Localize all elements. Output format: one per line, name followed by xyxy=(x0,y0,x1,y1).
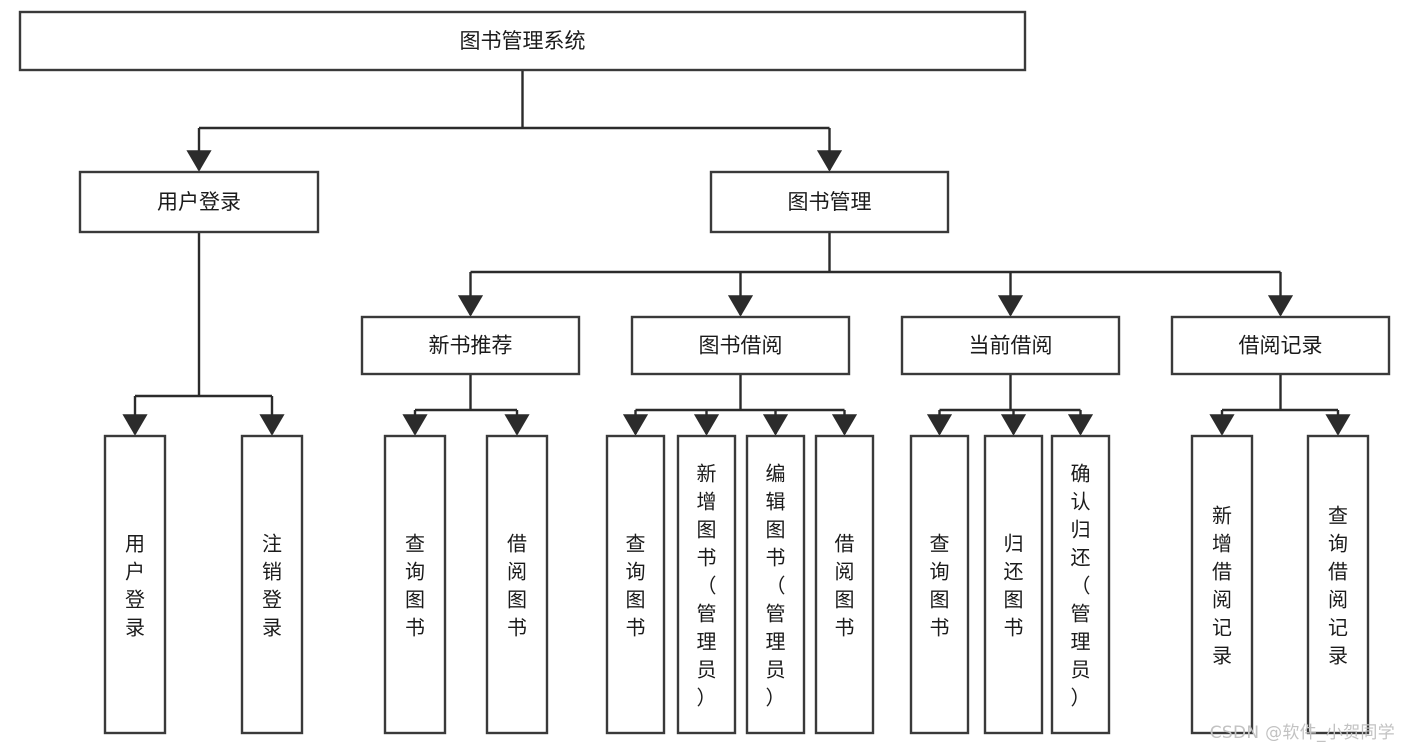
level3-node-1[interactable]: 图书借阅 xyxy=(630,315,851,376)
leaf-node-4[interactable]: 查询图书 xyxy=(605,434,666,735)
leaf-node-1[interactable]: 注销登录 xyxy=(240,434,304,735)
leaf-node-4-label: 查询图书 xyxy=(626,531,646,639)
leaf-node-12[interactable]: 查询借阅记录 xyxy=(1306,434,1370,735)
level2-node-0[interactable]: 用户登录 xyxy=(78,170,320,234)
level3-node-2[interactable]: 当前借阅 xyxy=(900,315,1121,376)
level3-node-0[interactable]: 新书推荐 xyxy=(360,315,581,376)
root-node-book-management-system-label: 图书管理系统 xyxy=(460,29,586,53)
connector-layer xyxy=(122,70,1351,436)
leaf-node-2-rect xyxy=(383,434,447,735)
level3-node-3-rect xyxy=(1170,315,1391,376)
level2-node-1[interactable]: 图书管理 xyxy=(709,170,950,234)
leaf-node-12-label: 查询借阅记录 xyxy=(1328,503,1348,667)
leaf-node-7-label: 借阅图书 xyxy=(835,531,855,639)
leaf-node-11-label: 新增借阅记录 xyxy=(1212,503,1232,667)
leaf-node-7[interactable]: 借阅图书 xyxy=(814,434,875,735)
leaf-node-10-rect xyxy=(1050,434,1111,735)
leaf-node-2[interactable]: 查询图书 xyxy=(383,434,447,735)
leaf-node-0-label: 用户登录 xyxy=(125,531,145,639)
leaf-node-0-rect xyxy=(103,434,167,735)
root-node-book-management-system-rect xyxy=(18,10,1027,72)
leaf-node-10[interactable]: 确认归还（管理员） xyxy=(1050,434,1111,735)
leaf-node-12-rect xyxy=(1306,434,1370,735)
level2-node-0-label: 用户登录 xyxy=(157,190,241,214)
level3-node-2-rect xyxy=(900,315,1121,376)
root-node-book-management-system[interactable]: 图书管理系统 xyxy=(18,10,1027,72)
leaf-node-8-rect xyxy=(909,434,970,735)
leaf-node-3-rect xyxy=(485,434,549,735)
leaf-node-1-rect xyxy=(240,434,304,735)
level3-node-1-label: 图书借阅 xyxy=(699,334,783,358)
leaf-node-9[interactable]: 归还图书 xyxy=(983,434,1044,735)
level3-node-0-rect xyxy=(360,315,581,376)
level3-node-0-label: 新书推荐 xyxy=(429,334,513,358)
node-layer: 图书管理系统用户登录图书管理新书推荐图书借阅当前借阅借阅记录用户登录注销登录查询… xyxy=(18,10,1391,735)
leaf-node-3[interactable]: 借阅图书 xyxy=(485,434,549,735)
leaf-node-6-label: 编辑图书（管理员） xyxy=(766,461,786,709)
leaf-node-5-rect xyxy=(676,434,737,735)
level3-node-1-rect xyxy=(630,315,851,376)
leaf-node-4-rect xyxy=(605,434,666,735)
leaf-node-6-rect xyxy=(745,434,806,735)
leaf-node-10-label: 确认归还（管理员） xyxy=(1071,461,1091,709)
leaf-node-9-label: 归还图书 xyxy=(1004,531,1024,639)
level3-node-3[interactable]: 借阅记录 xyxy=(1170,315,1391,376)
leaf-node-7-rect xyxy=(814,434,875,735)
level3-node-2-label: 当前借阅 xyxy=(969,334,1053,358)
leaf-node-8[interactable]: 查询图书 xyxy=(909,434,970,735)
leaf-node-11[interactable]: 新增借阅记录 xyxy=(1190,434,1254,735)
leaf-node-5-label: 新增图书（管理员） xyxy=(697,461,717,709)
leaf-node-9-rect xyxy=(983,434,1044,735)
leaf-node-5[interactable]: 新增图书（管理员） xyxy=(676,434,737,735)
level3-node-3-label: 借阅记录 xyxy=(1239,334,1323,358)
level2-node-1-label: 图书管理 xyxy=(788,190,872,214)
level2-node-1-rect xyxy=(709,170,950,234)
leaf-node-2-label: 查询图书 xyxy=(405,531,425,639)
watermark-text: CSDN @软件_小贺同学 xyxy=(1209,723,1395,743)
leaf-node-1-label: 注销登录 xyxy=(262,531,282,639)
leaf-node-11-rect xyxy=(1190,434,1254,735)
leaf-node-6[interactable]: 编辑图书（管理员） xyxy=(745,434,806,735)
leaf-node-3-label: 借阅图书 xyxy=(507,531,527,639)
leaf-node-0[interactable]: 用户登录 xyxy=(103,434,167,735)
level2-node-0-rect xyxy=(78,170,320,234)
leaf-node-8-label: 查询图书 xyxy=(930,531,950,639)
